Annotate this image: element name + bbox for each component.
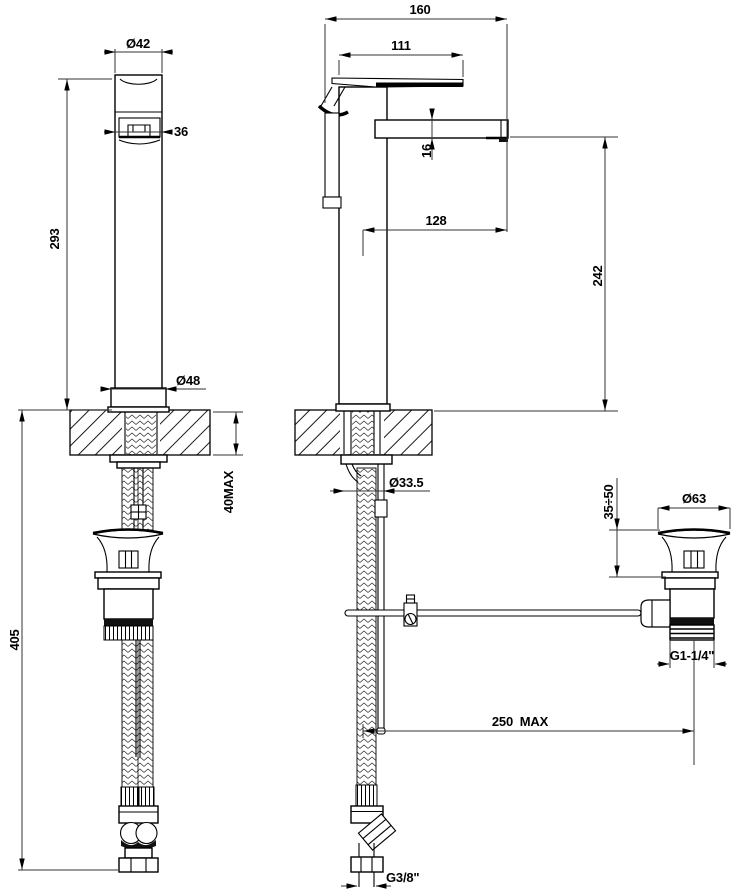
dim-total-depth: 160 <box>324 2 508 232</box>
dim-deck-thickness: 40MAX <box>213 411 243 513</box>
supply-hoses-front <box>109 454 168 788</box>
popup-waste-front <box>92 528 164 641</box>
dim-label-total-depth: 160 <box>409 2 430 17</box>
dim-shank-diameter: Ø33.5 <box>330 475 430 494</box>
front-view: Ø42 36 293 Ø48 40MAX <box>7 36 243 873</box>
dim-label-spout-height: 242 <box>590 265 605 286</box>
dim-rod-reach: 250 MAX <box>362 714 694 738</box>
dim-label-spout-diameter: Ø42 <box>126 36 150 51</box>
dim-label-height-above-deck: 293 <box>47 228 62 249</box>
dim-spout-diameter: Ø42 <box>104 36 173 73</box>
spout-top-recess <box>119 78 158 85</box>
spout-side <box>374 119 509 142</box>
side-view: 160 111 16 128 <box>294 2 731 889</box>
rod-ball-joint <box>640 599 671 628</box>
dim-label-spout-face-width: 36 <box>174 124 188 139</box>
dim-hose-thread: G3/8" <box>341 870 420 889</box>
dim-label-waste-height-range: 35÷50 <box>601 484 616 519</box>
dim-spout-height-above-deck: 242 <box>434 136 618 412</box>
popup-waste-side <box>640 528 731 765</box>
dim-spout-thickness: 16 <box>419 108 435 160</box>
dim-handle-depth: 111 <box>338 38 464 77</box>
base-plate-side <box>335 403 391 412</box>
dim-label-waste-thread: G1-1/4" <box>670 648 715 663</box>
dim-label-handle-depth: 111 <box>391 38 411 53</box>
countertop-side <box>294 409 433 456</box>
angled-fitting <box>357 813 397 851</box>
dim-label-hose-length: 405 <box>7 629 22 650</box>
popup-rod-side <box>374 464 388 735</box>
dim-waste-height-range: 35÷50 <box>601 478 666 578</box>
nut-shading <box>121 840 156 850</box>
dim-label-waste-cap-diameter: Ø63 <box>682 491 706 506</box>
dim-label-base-diameter: Ø48 <box>176 373 200 388</box>
base-cylinder <box>110 387 167 408</box>
dim-hose-length: 405 <box>7 409 118 871</box>
countertop-front <box>69 409 211 456</box>
dim-label-spout-projection: 128 <box>425 213 446 228</box>
dim-waste-cap-diameter: Ø63 <box>657 491 731 529</box>
dim-label-deck-thickness: 40MAX <box>221 470 236 513</box>
dim-label-rod-reach: 250 MAX <box>492 714 549 729</box>
dim-label-shank-diameter: Ø33.5 <box>389 475 423 490</box>
base-plate-front <box>107 406 170 413</box>
hose-connector-side <box>350 784 397 887</box>
dim-label-spout-thickness: 16 <box>419 144 434 158</box>
dim-spout-face-width: 36 <box>104 124 188 139</box>
handle-side <box>317 77 464 209</box>
dim-height-above-deck-front: 293 <box>47 78 112 410</box>
mounting-rod-front <box>130 468 147 532</box>
hose-connectors-front <box>118 786 159 873</box>
under-counter-side <box>340 454 393 786</box>
popup-rod-linkage <box>344 594 642 627</box>
dim-spout-projection: 128 <box>362 213 507 256</box>
dim-waste-thread: G1-1/4" <box>657 640 727 668</box>
faucet-front <box>107 74 170 413</box>
dim-base-diameter: Ø48 <box>100 373 206 392</box>
dim-label-hose-thread: G3/8" <box>386 870 419 885</box>
